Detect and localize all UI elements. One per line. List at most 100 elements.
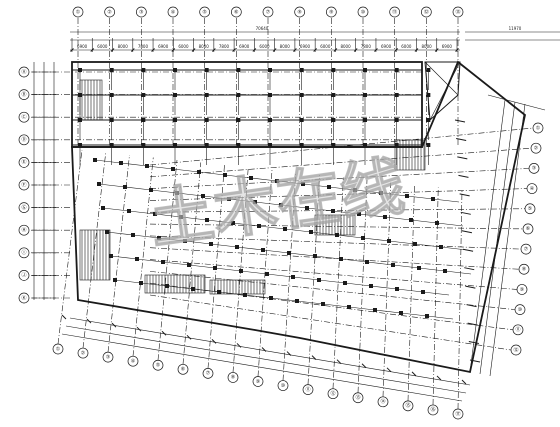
top-dimension-value: 6900 (158, 44, 169, 49)
column (197, 170, 201, 174)
grid-bubble-circle (199, 6, 211, 18)
dimension-tick (411, 371, 417, 377)
beam-line (140, 282, 168, 287)
column (179, 215, 183, 219)
grid-bubble-grid_bottom-15: ⑮ (402, 400, 414, 412)
grid-bubble-grid_bottom-12: ⑫ (327, 388, 339, 400)
grid-bubble-circle (302, 384, 314, 395)
beam-line (426, 315, 454, 320)
top-dimension-value: 8000 (199, 44, 210, 49)
column (191, 287, 195, 291)
column (145, 164, 149, 168)
grid-bubble-circle (77, 347, 89, 359)
grid-bubble-label: ⑩ (361, 9, 366, 15)
grid-bubble-label: ⑥ (526, 226, 531, 232)
grid-bubble-circle (532, 122, 544, 134)
grid-line-slanted (107, 154, 130, 353)
beam-line (210, 243, 238, 248)
column (413, 242, 417, 246)
grid-bubble-circle (127, 355, 139, 367)
grid-bubble-circle (18, 111, 30, 123)
grid-bubble-grid_right-7: ⑦ (520, 243, 532, 255)
beam-line (284, 228, 312, 233)
dimension-tick (261, 347, 267, 352)
beam-line (418, 267, 446, 272)
grid-bubble-circle (327, 388, 339, 400)
beam-line (406, 195, 434, 200)
grid-bubble-circle (18, 202, 30, 213)
dimension-tick (311, 355, 317, 360)
grid-bubble-label: Ⓑ (21, 91, 26, 98)
beam-line (114, 279, 142, 284)
column (97, 182, 101, 186)
grid-bubble-label: ⑩ (518, 307, 523, 313)
grid-line-slanted (149, 127, 534, 166)
grid-bubble-circle (202, 368, 214, 379)
grid-bubble-circle (528, 163, 540, 174)
beam-line (384, 216, 412, 221)
beam-line (162, 261, 190, 266)
column (153, 212, 157, 216)
grid-bubble-grid_right-1: ① (532, 122, 544, 134)
grid-bubble-circle (252, 376, 264, 387)
grid-line-slanted (149, 188, 528, 201)
top-dimension-value: 6000 (320, 44, 331, 49)
column (236, 68, 241, 72)
beam-line (432, 198, 460, 203)
grid-bubble-grid_right-3: ③ (528, 163, 540, 174)
beam-line (296, 300, 324, 305)
column (409, 218, 413, 222)
beam-line (218, 291, 246, 296)
grid-bubble-grid_right-10: ⑩ (514, 304, 526, 315)
beam-line (396, 288, 424, 293)
beam-line (270, 297, 298, 302)
grid-bubble-circle (516, 284, 528, 295)
column (443, 269, 447, 273)
beam-line (176, 192, 204, 197)
beam-line (214, 267, 242, 272)
grid-bubble-grid_top-3: ③ (135, 6, 147, 18)
beam-line (362, 237, 390, 242)
beam-line (354, 189, 382, 194)
beam-line (132, 234, 160, 239)
grid-bubble-circle (18, 66, 30, 78)
grid-bubble-grid_right-2: ② (530, 142, 542, 154)
grid-bubble-label: ⑤ (202, 9, 206, 15)
grid-bubble-circle (18, 157, 30, 168)
top-dimension-value: 6000 (401, 44, 412, 49)
grid-bubble-grid_bottom-6: ⑥ (177, 363, 189, 375)
column (223, 173, 227, 177)
grid-bubble-grid_top-1: ① (72, 6, 84, 18)
column (239, 269, 243, 273)
column (265, 272, 269, 276)
grid-line-slanted (407, 184, 415, 401)
grid-line-slanted (382, 182, 392, 397)
beam-line (198, 171, 226, 176)
grid-bubble-grid_bottom-17: ⑰ (452, 408, 464, 420)
dimension-tick (86, 318, 92, 324)
column (299, 68, 304, 72)
column (243, 293, 247, 297)
grid-bubble-grid_bottom-13: ⑬ (352, 392, 364, 404)
grid-bubble-circle (18, 292, 30, 304)
column (299, 143, 304, 147)
grid-line-slanted (432, 187, 439, 405)
column (139, 281, 143, 285)
column (373, 308, 377, 312)
column (109, 143, 114, 147)
grid-bubble-grid_bottom-3: ③ (102, 351, 114, 363)
beam-line (158, 237, 186, 242)
grid-bubble-circle (102, 351, 114, 363)
grid-bubble-grid_right-11: ⑪ (512, 324, 524, 336)
column (141, 68, 146, 72)
grid-bubble-grid_right-6: ⑥ (522, 223, 534, 235)
grid-bubble-label: ④ (171, 9, 176, 15)
grid-bubble-circle (377, 396, 389, 408)
grid-bubble-grid_top-7: ⑦ (262, 6, 274, 18)
column (425, 314, 429, 318)
beam-line (332, 210, 360, 215)
column (127, 209, 131, 213)
grid-bubble-grid_left-10: Ⓙ (18, 270, 30, 281)
column (426, 93, 431, 97)
